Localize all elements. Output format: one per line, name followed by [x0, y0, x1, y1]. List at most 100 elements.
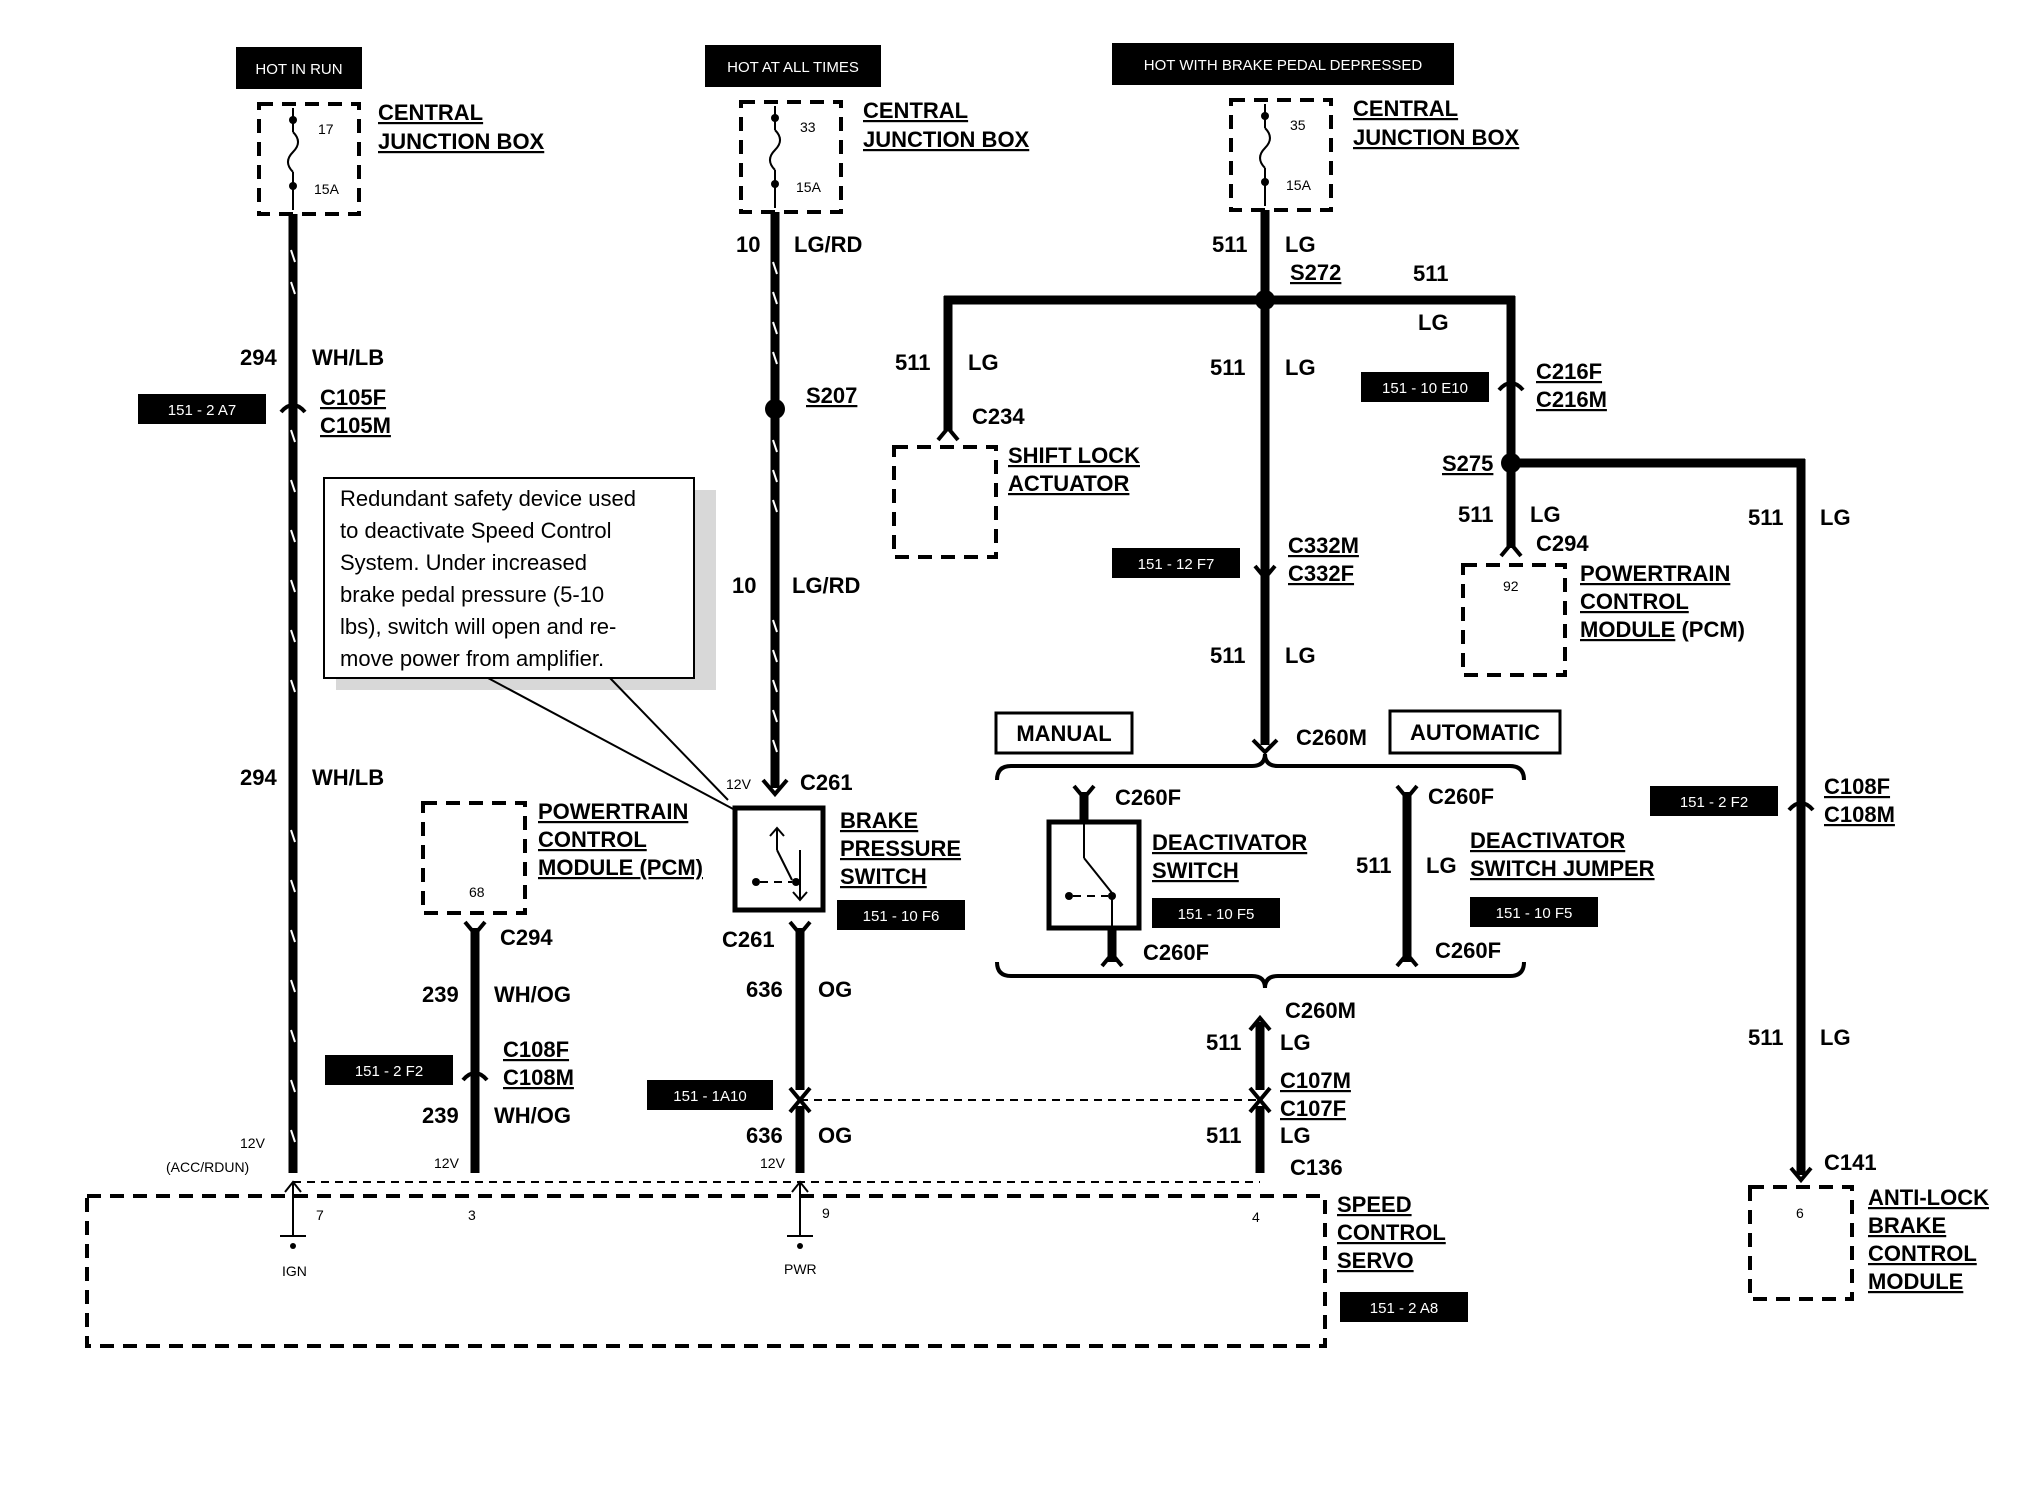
- v12-pwr: 12V: [760, 1155, 786, 1171]
- abs-label-1: ANTI-LOCK: [1868, 1185, 1989, 1210]
- connector-c136: C136: [1290, 1155, 1343, 1180]
- ref-151-10-f5-man: 151 - 10 F5: [1152, 898, 1280, 928]
- abs-label-4: MODULE: [1868, 1269, 1963, 1294]
- fuse-35: 35 15A: [1229, 98, 1333, 212]
- svg-text:151 - 10 E10: 151 - 10 E10: [1382, 380, 1468, 397]
- connector-c105f: C105F: [320, 385, 386, 410]
- svg-text:151 - 12 F7: 151 - 12 F7: [1138, 556, 1215, 573]
- deactivator-label: DEACTIVATOR: [1152, 830, 1307, 855]
- circuit-10-a: 10: [736, 232, 760, 257]
- header-hot-at-all-times: HOT AT ALL TIMES: [705, 45, 881, 87]
- svg-text:JUNCTION BOX: JUNCTION BOX: [378, 129, 545, 154]
- connector-c141: C141: [1824, 1150, 1877, 1175]
- pcm-92-label-3: MODULE (PCM): [1580, 617, 1745, 642]
- circuit-511-jumper: 511: [1356, 853, 1392, 878]
- ref-151-2-a8: 151 - 2 A8: [1340, 1292, 1468, 1322]
- svg-text:151 - 2 A7: 151 - 2 A7: [168, 402, 236, 419]
- connector-c105m: C105M: [320, 413, 391, 438]
- pcm-92-label-2: CONTROL: [1580, 589, 1689, 614]
- note-line-6: move power from amplifier.: [340, 646, 604, 671]
- automatic-tag: AUTOMATIC: [1388, 709, 1562, 755]
- circuit-511-f: 511: [1748, 505, 1784, 530]
- servo-label-3: SERVO: [1337, 1248, 1414, 1273]
- svg-text:CENTRAL: CENTRAL: [378, 100, 483, 125]
- brace-bottom: [995, 961, 1526, 989]
- cjb-label-1: CENTRAL JUNCTION BOX: [378, 100, 545, 154]
- circuit-511-g: 511: [1748, 1025, 1784, 1050]
- connector-c332f: C332F: [1288, 561, 1354, 586]
- deactivator-switch: [1046, 784, 1142, 968]
- circuit-294-a: 294: [240, 345, 277, 370]
- connector-c260f-man-top: C260F: [1115, 785, 1181, 810]
- pin-68: 68: [469, 884, 485, 900]
- splice-s207: S207: [806, 383, 857, 408]
- note-line-4: brake pedal pressure (5-10: [340, 582, 604, 607]
- fuse-33: 33 15A: [739, 100, 843, 214]
- pin-4: 4: [1252, 1209, 1260, 1225]
- pcm-92-box: [1461, 563, 1567, 677]
- brake-pressure-switch: [732, 805, 826, 913]
- color-lg-e: LG: [1530, 502, 1561, 527]
- note-line-5: lbs), switch will open and re-: [340, 614, 616, 639]
- svg-text:AUTOMATIC: AUTOMATIC: [1410, 720, 1540, 745]
- wire-636: [788, 920, 812, 1173]
- servo-pin-7: [280, 1180, 306, 1249]
- connector-c260f-man-bottom: C260F: [1143, 940, 1209, 965]
- connector-c261-bottom: C261: [722, 927, 775, 952]
- connector-c294-right: C294: [1536, 531, 1589, 556]
- connector-c216m: C216M: [1536, 387, 1607, 412]
- pcm-68-box: [421, 801, 527, 915]
- color-lg-i: LG: [1280, 1123, 1311, 1148]
- ref-151-10-f6: 151 - 10 F6: [837, 900, 965, 930]
- color-lg-a: LG: [1285, 232, 1316, 257]
- svg-text:17: 17: [318, 121, 334, 137]
- circuit-511-a: 511: [1212, 232, 1248, 257]
- shift-lock-box: [892, 445, 998, 559]
- color-wh-og-a: WH/OG: [494, 982, 571, 1007]
- ref-151-1a10: 151 - 1A10: [647, 1080, 773, 1110]
- color-lg-c: LG: [1285, 643, 1316, 668]
- circuit-511-c: 511: [1210, 643, 1246, 668]
- color-wh-lb-a: WH/LB: [312, 345, 384, 370]
- svg-text:35: 35: [1290, 117, 1306, 133]
- note-line-1: Redundant safety device used: [340, 486, 636, 511]
- connector-c294-left: C294: [500, 925, 553, 950]
- ref-151-10-f5-auto: 151 - 10 F5: [1470, 897, 1598, 927]
- wire-511-lower: [1248, 1014, 1272, 1173]
- cjb-label-2: CENTRAL JUNCTION BOX: [863, 98, 1030, 152]
- header-hot-with-brake: HOT WITH BRAKE PEDAL DEPRESSED: [1112, 43, 1454, 85]
- circuit-636-b: 636: [746, 1123, 783, 1148]
- acc-rdun: (ACC/RDUN): [166, 1159, 249, 1175]
- circuit-511-e: 511: [1458, 502, 1494, 527]
- svg-text:HOT WITH BRAKE PEDAL DEPRESSED: HOT WITH BRAKE PEDAL DEPRESSED: [1144, 57, 1423, 74]
- circuit-10-b: 10: [732, 573, 756, 598]
- splice-s272: S272: [1290, 260, 1341, 285]
- circuit-511-shiftlock: 511: [895, 350, 931, 375]
- ref-151-10-e10: 151 - 10 E10: [1361, 372, 1489, 402]
- note-callout: [323, 477, 736, 811]
- wire-511-right: [1265, 295, 1815, 1184]
- connector-c260m-bottom: C260M: [1285, 998, 1356, 1023]
- color-lg-shiftlock: LG: [968, 350, 999, 375]
- connector-c216f: C216F: [1536, 359, 1602, 384]
- ref-151-12-f7: 151 - 12 F7: [1112, 548, 1240, 578]
- color-lg-h: LG: [1280, 1030, 1311, 1055]
- servo-label-2: CONTROL: [1337, 1220, 1446, 1245]
- actuator-label: ACTUATOR: [1008, 471, 1130, 496]
- connector-c332m: C332M: [1288, 533, 1359, 558]
- color-lg-rd-b: LG/RD: [792, 573, 860, 598]
- wire-10: [761, 212, 789, 798]
- servo-label-1: SPEED: [1337, 1192, 1412, 1217]
- pcm-68-label-3: MODULE (PCM): [538, 855, 703, 880]
- pcm-68-label-1: POWERTRAIN: [538, 799, 688, 824]
- connector-c108m-left: C108M: [503, 1065, 574, 1090]
- shift-lock-label: SHIFT LOCK: [1008, 443, 1140, 468]
- pin-3: 3: [468, 1207, 476, 1223]
- switch-label-bps: SWITCH: [840, 864, 927, 889]
- v12-ign: 12V: [240, 1135, 266, 1151]
- svg-text:JUNCTION BOX: JUNCTION BOX: [1353, 125, 1520, 150]
- connector-c108m-right: C108M: [1824, 802, 1895, 827]
- svg-text:CENTRAL: CENTRAL: [1353, 96, 1458, 121]
- svg-text:151 - 2 F2: 151 - 2 F2: [355, 1063, 423, 1080]
